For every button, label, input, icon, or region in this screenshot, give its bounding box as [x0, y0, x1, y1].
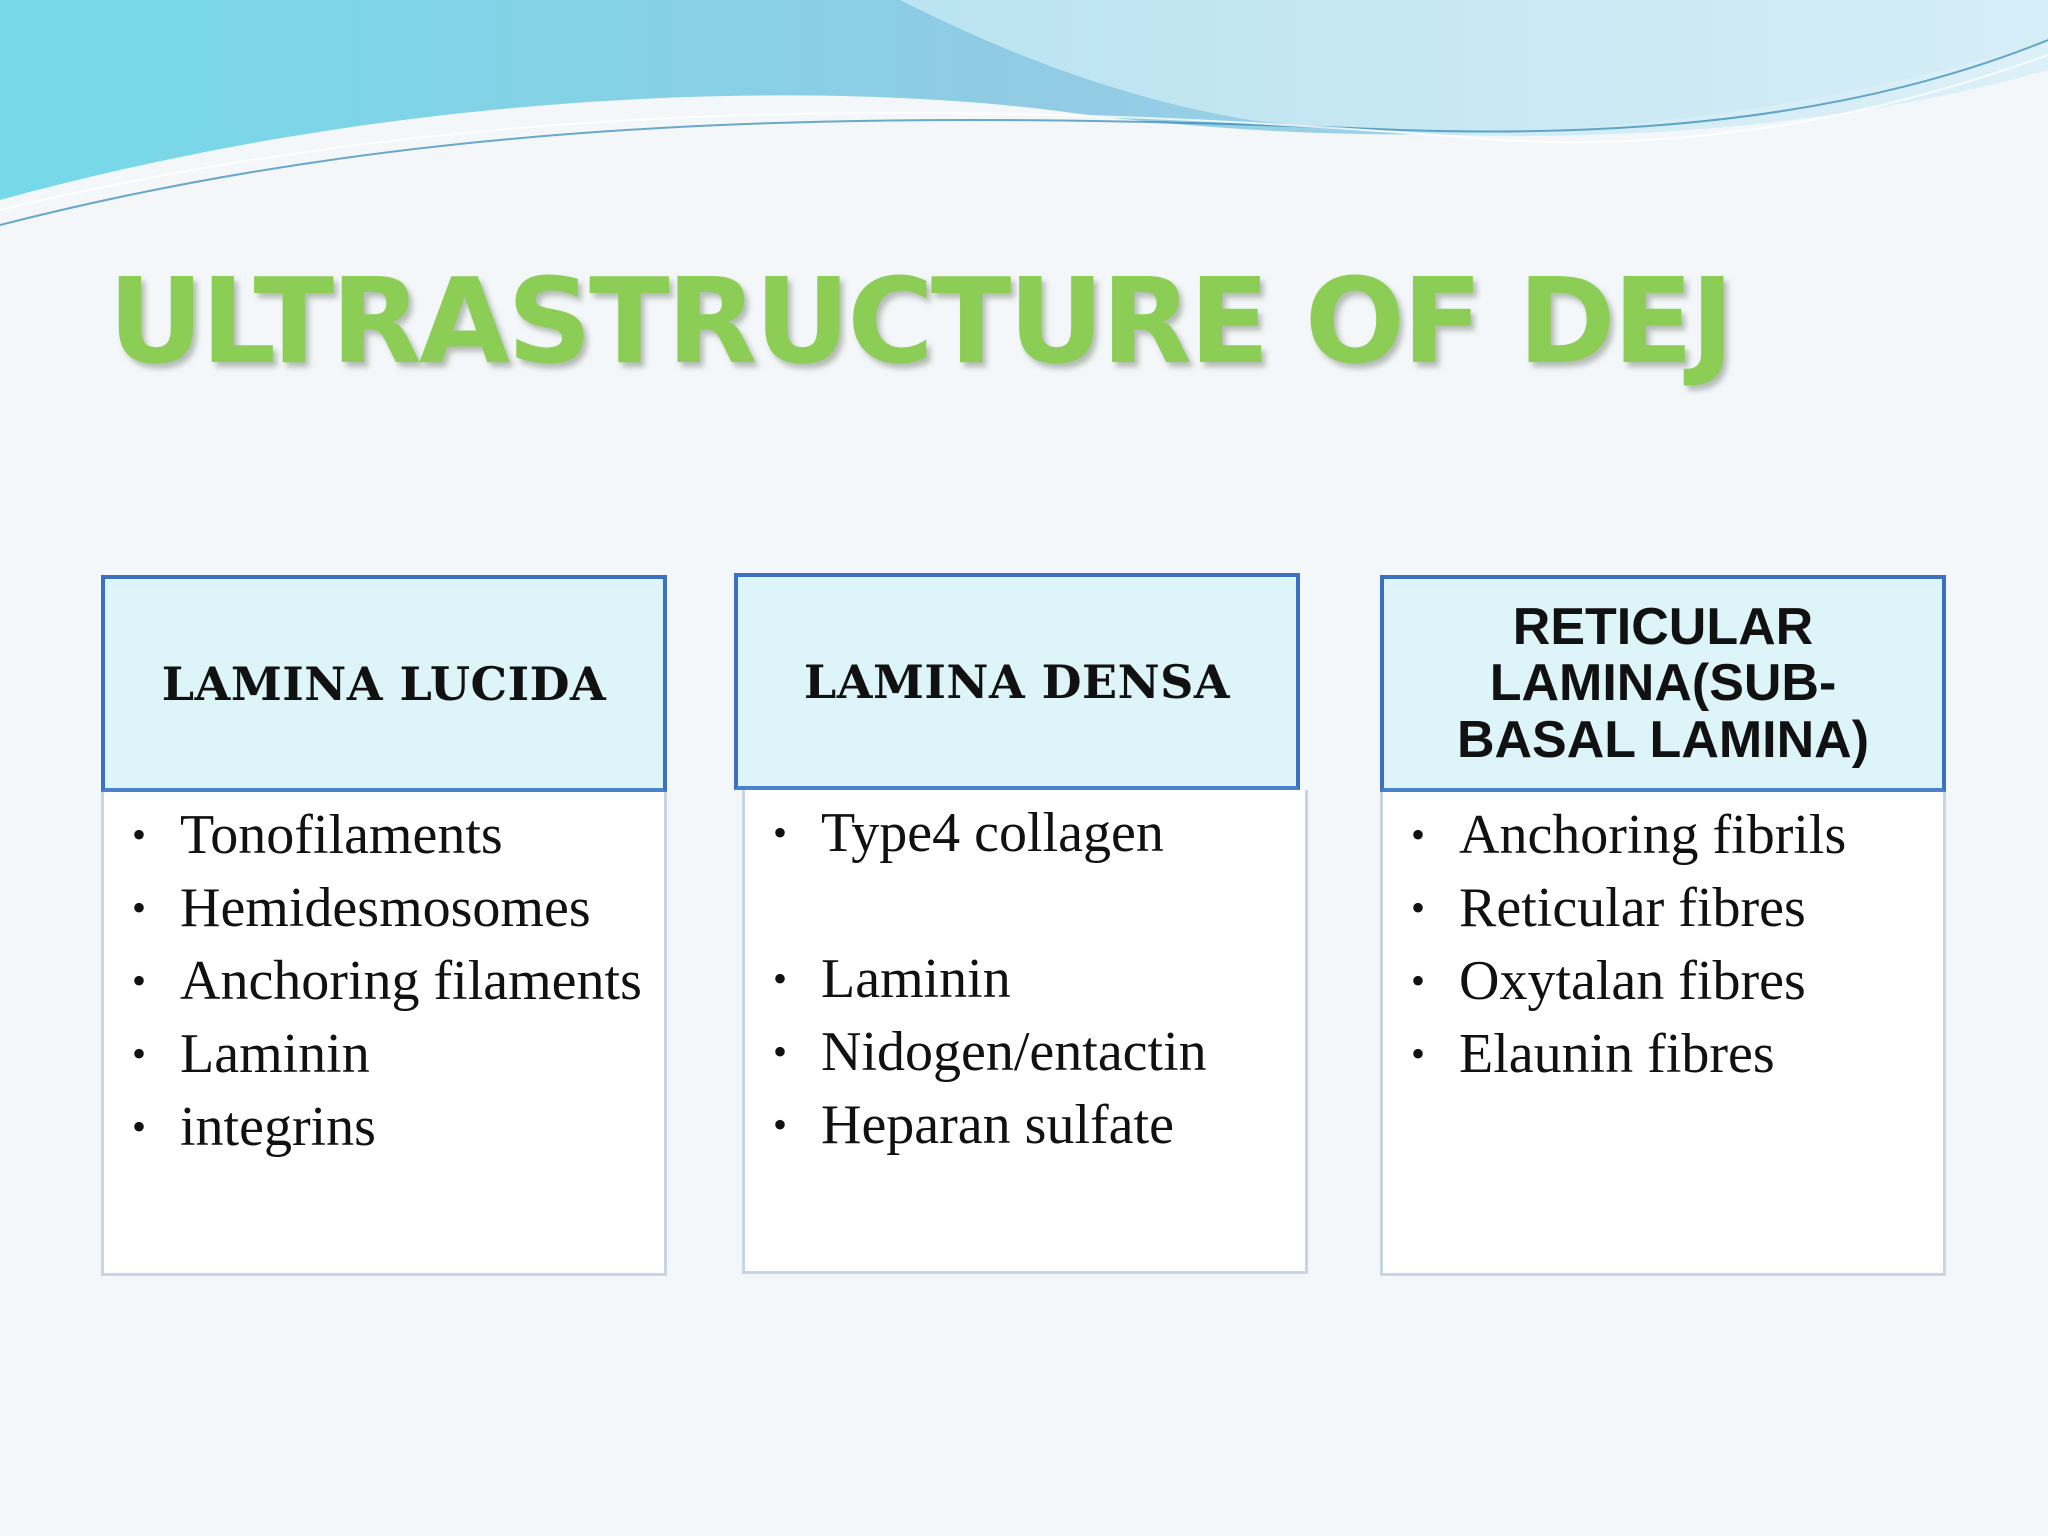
bullet-icon: • — [773, 956, 788, 1001]
column-body: • Type4 collagen • Laminin • Nidogen/entact… — [742, 790, 1308, 1274]
bullet-icon: • — [1411, 1031, 1426, 1076]
list-item: • Anchoring fibrils — [1403, 804, 1923, 866]
list-item-text: integrins — [180, 1096, 376, 1158]
list-item-text: Anchoring filaments — [180, 950, 642, 1012]
column-header-text: LAMINA LUCIDA — [161, 656, 607, 711]
list-item: • Nidogen/entactin — [765, 1021, 1285, 1083]
bullet-icon: • — [773, 1029, 788, 1074]
list-item-text: Reticular fibres — [1459, 877, 1806, 939]
list-item-text: Hemidesmosomes — [180, 877, 591, 939]
column-header: LAMINA DENSA — [734, 573, 1300, 790]
list-item-text: Anchoring fibrils — [1459, 804, 1847, 866]
bullet-icon: • — [1411, 812, 1426, 857]
bullet-icon: • — [1411, 885, 1426, 930]
list-item: • Type4 collagen — [765, 802, 1285, 864]
bullet-list: • Type4 collagen • Laminin • Nidogen/entact… — [765, 802, 1285, 1156]
list-item-text: Tonofilaments — [180, 804, 503, 866]
bullet-icon: • — [132, 1031, 147, 1076]
list-item: • integrins — [124, 1096, 644, 1158]
list-item-text: Laminin — [180, 1023, 370, 1085]
list-item-text: Laminin — [821, 948, 1011, 1010]
column-body: • Tonofilaments • Hemidesmosomes • Anchorin… — [101, 792, 667, 1276]
decorative-wave-banner — [0, 0, 2048, 226]
list-item: • Oxytalan fibres — [1403, 950, 1923, 1012]
bullet-icon: • — [1411, 958, 1426, 1003]
list-item: • Heparan sulfate — [765, 1094, 1285, 1156]
slide-title: ULTRASTRUCTURE OF DEJ — [108, 252, 1734, 390]
bullet-icon: • — [773, 1102, 788, 1147]
list-item: • Tonofilaments — [124, 804, 644, 866]
list-item-text: Type4 collagen — [821, 802, 1164, 864]
column-header: LAMINA LUCIDA — [101, 575, 667, 792]
list-item-text: Nidogen/entactin — [821, 1021, 1207, 1083]
list-item: • Laminin — [124, 1023, 644, 1085]
bullet-icon: • — [132, 885, 147, 930]
column-reticular-lamina: RETICULAR LAMINA(SUB-BASAL LAMINA) • Anch… — [1380, 575, 1946, 1276]
bullet-icon: • — [132, 1104, 147, 1149]
column-header: RETICULAR LAMINA(SUB-BASAL LAMINA) — [1380, 575, 1946, 792]
list-item-text: Elaunin fibres — [1459, 1023, 1775, 1085]
column-body: • Anchoring fibrils • Reticular fibres • Ox… — [1380, 792, 1946, 1276]
column-lamina-densa: LAMINA DENSA • Type4 collagen • Laminin • N… — [734, 573, 1308, 1274]
list-item: • Hemidesmosomes — [124, 877, 644, 939]
list-item-text: Heparan sulfate — [821, 1094, 1174, 1156]
list-item: • Reticular fibres — [1403, 877, 1923, 939]
column-lamina-lucida: LAMINA LUCIDA • Tonofilaments • Hemidesmos… — [101, 575, 667, 1276]
list-item: • Elaunin fibres — [1403, 1023, 1923, 1085]
column-header-text: RETICULAR LAMINA(SUB-BASAL LAMINA) — [1456, 598, 1870, 769]
list-item: • Anchoring filaments — [124, 950, 644, 1012]
bullet-list: • Tonofilaments • Hemidesmosomes • Anchorin… — [124, 804, 644, 1158]
bullet-icon: • — [132, 812, 147, 857]
column-header-text: LAMINA DENSA — [803, 654, 1231, 709]
list-item-text: Oxytalan fibres — [1459, 950, 1806, 1012]
list-item: • Laminin — [765, 948, 1285, 1010]
bullet-list: • Anchoring fibrils • Reticular fibres • Ox… — [1403, 804, 1923, 1085]
bullet-icon: • — [773, 810, 788, 855]
bullet-icon: • — [132, 958, 147, 1003]
